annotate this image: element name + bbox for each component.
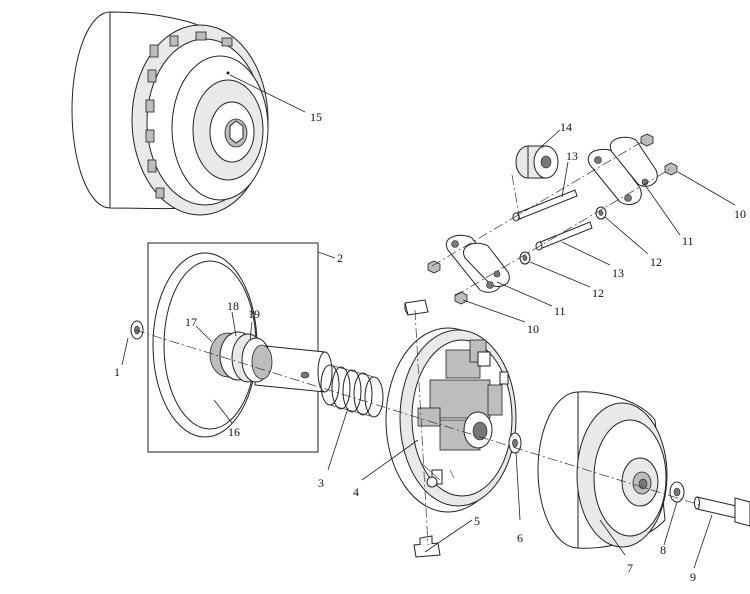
part-15-assembled-pulley bbox=[72, 12, 268, 215]
callout-10-lower: 10 bbox=[527, 322, 539, 336]
callout-1: 1 bbox=[114, 365, 120, 379]
part-11-roller-arm-upper bbox=[588, 137, 657, 204]
part-8-washer bbox=[670, 482, 684, 502]
callout-13-lower: 13 bbox=[612, 266, 624, 280]
callout-14: 14 bbox=[560, 120, 572, 134]
callout-12-upper: 12 bbox=[650, 255, 662, 269]
part-14-roller bbox=[516, 146, 558, 178]
callout-16: 16 bbox=[228, 425, 240, 439]
callout-7: 7 bbox=[627, 561, 633, 575]
part-1-washer bbox=[131, 321, 143, 339]
part-6-washer bbox=[509, 433, 521, 453]
part-9-bolt bbox=[695, 497, 750, 526]
callout-5: 5 bbox=[474, 514, 480, 528]
part-4-ramp-plate bbox=[386, 328, 516, 512]
part-13-pins bbox=[513, 190, 592, 250]
callout-2: 2 bbox=[337, 251, 343, 265]
callout-3: 3 bbox=[318, 476, 324, 490]
callout-4: 4 bbox=[353, 485, 359, 499]
callout-8: 8 bbox=[660, 543, 666, 557]
callout-9: 9 bbox=[690, 570, 696, 584]
callout-11-lower: 11 bbox=[554, 304, 566, 318]
callout-15: 15 bbox=[310, 110, 322, 124]
callout-17: 17 bbox=[185, 315, 197, 329]
callout-10-upper: 10 bbox=[734, 207, 746, 221]
callout-19: 19 bbox=[248, 307, 260, 321]
callout-12-lower: 12 bbox=[592, 286, 604, 300]
callout-6: 6 bbox=[517, 531, 523, 545]
callout-18: 18 bbox=[227, 299, 239, 313]
callout-11-upper: 11 bbox=[682, 234, 694, 248]
part-7-outer-sheave bbox=[538, 392, 667, 549]
part-11-roller-arm-lower bbox=[446, 235, 509, 292]
callout-13-upper: 13 bbox=[566, 149, 578, 163]
